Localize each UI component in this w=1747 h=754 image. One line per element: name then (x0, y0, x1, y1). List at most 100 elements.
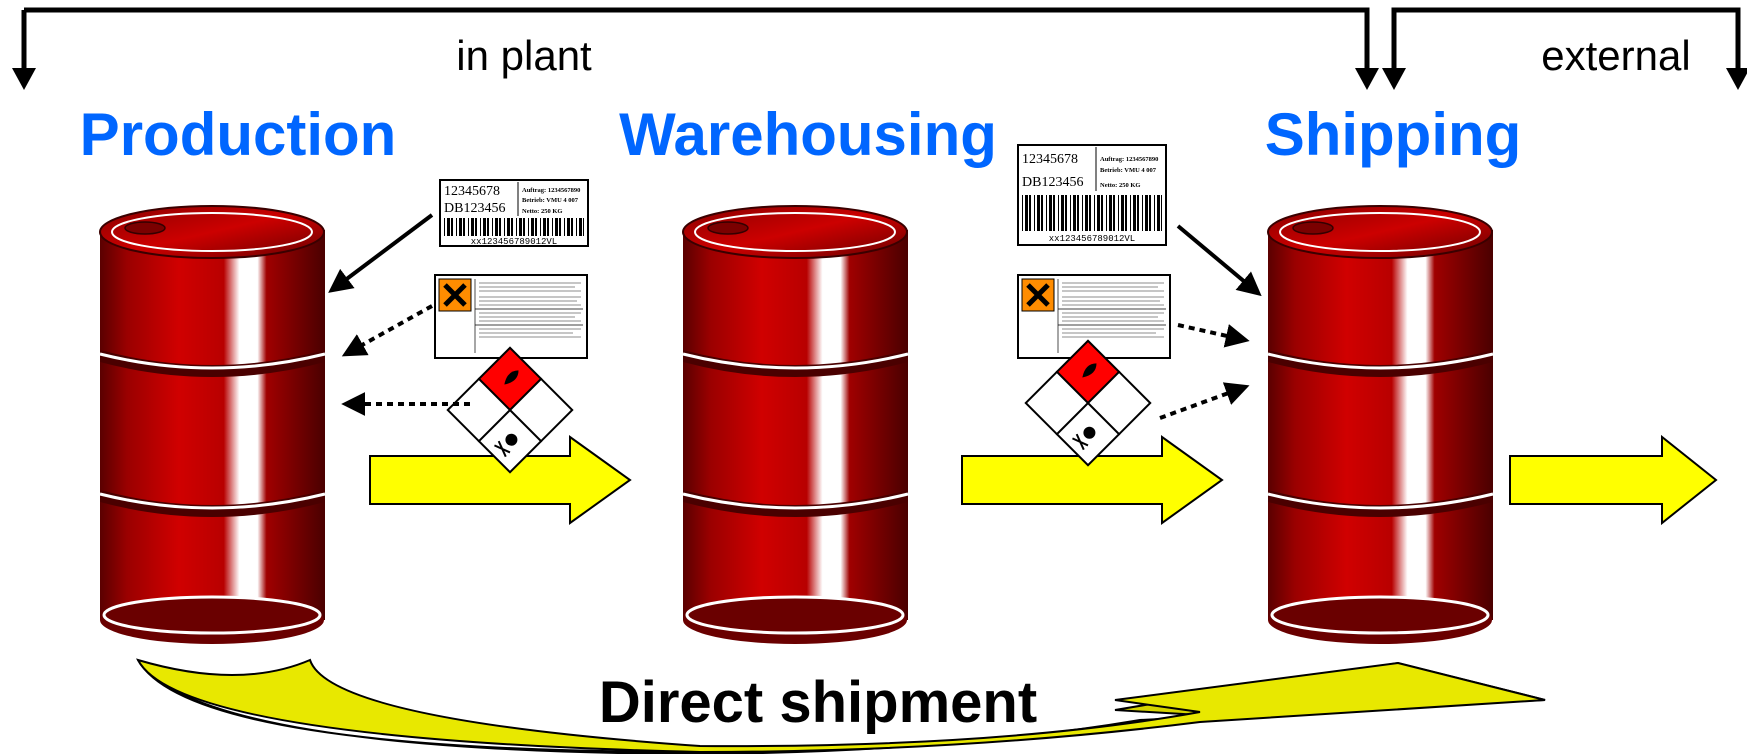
barcode-bar (1154, 195, 1155, 231)
flammable-toxic-diamond-icon (1024, 339, 1152, 467)
barcode-bar (528, 218, 529, 236)
external-label: external (1541, 32, 1690, 79)
barcode-bar (1025, 195, 1028, 231)
label-auftrag: Auftrag: 1234567890 (1100, 156, 1158, 163)
barcode-bar (1118, 195, 1119, 231)
label-barcode-text: xx123456789012VL (1049, 234, 1135, 244)
harmful-x-hazard-label-icon (1017, 274, 1171, 359)
direct-shipment-label: Direct shipment (599, 670, 1037, 735)
barcode-bar (1046, 195, 1047, 231)
flow-arrow-warehousing-to-shipping (961, 435, 1224, 525)
barcode-bar (1082, 195, 1083, 231)
barcode-bar (1073, 195, 1076, 231)
barcode-bar (468, 218, 469, 236)
barcode-bar (1137, 195, 1139, 231)
barcode-bar (555, 218, 558, 236)
dotted-arrow (1159, 382, 1250, 420)
barcode-bar (1037, 195, 1040, 231)
barcode-bar (487, 218, 489, 236)
arrow-down-icon (1382, 68, 1406, 90)
barcode-icon (444, 218, 584, 236)
barcode-bar (511, 218, 513, 236)
barcode-bar (492, 218, 493, 236)
flow-arrow-production-to-warehousing (369, 435, 632, 525)
barcode-bar (1029, 195, 1031, 231)
label-number: 12345678 (444, 184, 500, 199)
barcode-bar (495, 218, 498, 236)
barcode-bar (471, 218, 474, 236)
arrow-down-icon (12, 68, 36, 90)
barcode-bar (543, 218, 546, 236)
barcode-bar (1049, 195, 1052, 231)
in-plant-label: in plant (456, 32, 592, 79)
dotted-arrow (341, 304, 433, 357)
barcode-bar (463, 218, 465, 236)
barcode-bar (559, 218, 561, 236)
barcode-bar (1142, 195, 1143, 231)
barcode-bar (1101, 195, 1103, 231)
barcode-bar (523, 218, 525, 236)
label-betrieb: Betrieb: VMU 4 007 (522, 197, 579, 204)
production-title: Production (80, 101, 397, 168)
barcode-bar (564, 218, 565, 236)
flammable-toxic-diamond-icon (446, 346, 574, 474)
barcode-bar (1109, 195, 1112, 231)
label-code: DB123456 (444, 201, 505, 216)
barcode-bar (483, 218, 486, 236)
barcode-bar (1133, 195, 1136, 231)
arrow-down-icon (1726, 68, 1747, 90)
barcode-bar (480, 218, 481, 236)
barcode-bar (1161, 195, 1162, 231)
barcode-bar (571, 218, 573, 236)
solid-arrow (1176, 224, 1262, 297)
barcode-bar (451, 218, 453, 236)
barcode-label: 12345678 DB123456 Auftrag: 1234567890 Be… (1017, 144, 1167, 246)
flow-arrow-shipping-to-external (1509, 434, 1718, 526)
barcode-bar (1097, 195, 1100, 231)
in-plant-bracket (12, 7, 1379, 90)
shipping-title: Shipping (1265, 101, 1522, 168)
oil-barrel-icon (682, 205, 909, 644)
barcode-bar (1034, 195, 1035, 231)
dotted-arrow (1177, 323, 1250, 348)
barcode-bar (1058, 195, 1059, 231)
barcode-bar (447, 218, 450, 236)
barcode-bar (1113, 195, 1115, 231)
barcode-bar (1041, 195, 1043, 231)
barcode-bar (1145, 195, 1148, 231)
barcode-bar (579, 218, 582, 236)
barcode-bar (516, 218, 517, 236)
label-barcode-text: xx123456789012VL (471, 237, 557, 247)
solid-arrow (328, 213, 434, 293)
barcode-bar (475, 218, 477, 236)
barcode-bar (1106, 195, 1107, 231)
barcode-bar (504, 218, 505, 236)
barcode-bar (576, 218, 577, 236)
barcode-bar (1065, 195, 1067, 231)
oil-barrel-icon (99, 205, 326, 644)
label-betrieb: Betrieb: VMU 4 007 (1100, 167, 1157, 174)
label-netto: Netto: 250 KG (1100, 182, 1140, 189)
barcode-bar (540, 218, 541, 236)
oil-barrel-icon (1267, 205, 1494, 644)
barcode-bar (1070, 195, 1071, 231)
arrow-down-icon (1355, 68, 1379, 90)
barcode-bar (1022, 195, 1023, 231)
barcode-bar (1125, 195, 1127, 231)
barcode-bar (507, 218, 510, 236)
barcode-bar (1085, 195, 1088, 231)
label-netto: Netto: 250 KG (522, 208, 562, 215)
barcode-label: 12345678 DB123456 Auftrag: 1234567890 Be… (439, 179, 589, 247)
harmful-x-hazard-label-icon (434, 274, 588, 359)
barcode-bar (547, 218, 549, 236)
barcode-bar (1157, 195, 1160, 231)
barcode-bar (499, 218, 501, 236)
barcode-bar (519, 218, 522, 236)
label-auftrag: Auftrag: 1234567890 (522, 187, 580, 194)
label-number: 12345678 (1022, 152, 1078, 167)
barcode-icon (1022, 195, 1162, 231)
external-bracket (1382, 7, 1747, 90)
barcode-bar (456, 218, 457, 236)
barcode-bar (535, 218, 537, 236)
